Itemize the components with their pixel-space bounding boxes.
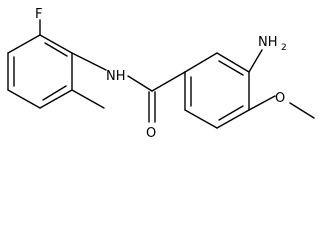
bond-n-carbonyl [127, 75, 153, 92]
amino-subscript: 2 [281, 43, 287, 53]
double-bond-inner [44, 42, 68, 57]
bond [39, 34, 73, 54]
fluorine-atom-label: F [35, 7, 42, 22]
structure-canvas: F NH O NH 2 O [7, 7, 315, 141]
right-benzene-ring [184, 52, 250, 129]
bond-c-o-methoxy [248, 95, 276, 111]
bond-o-methyl [289, 102, 315, 119]
bond [39, 89, 73, 109]
double-bond-inner [218, 105, 244, 121]
double-bond-inner [42, 85, 67, 101]
chemical-structure-diagram: F NH O NH 2 O [7, 7, 315, 141]
bond-c-methyl [71, 89, 105, 109]
amino-label: NH [258, 35, 278, 50]
bond-c-n [71, 52, 107, 71]
bond [7, 34, 41, 54]
bond [7, 89, 41, 109]
amide-nh-label: NH [106, 69, 126, 84]
bond [184, 52, 218, 73]
methoxy-oxygen-label: O [275, 91, 285, 106]
bond [216, 109, 250, 129]
left-benzene-ring [7, 34, 73, 109]
bond [184, 109, 218, 129]
bond-c-nh2 [248, 49, 263, 73]
bond-carbonyl-ring [151, 71, 186, 92]
bond [216, 52, 250, 73]
amide-oxygen-label: O [146, 126, 156, 141]
double-bond-inner [218, 60, 244, 76]
